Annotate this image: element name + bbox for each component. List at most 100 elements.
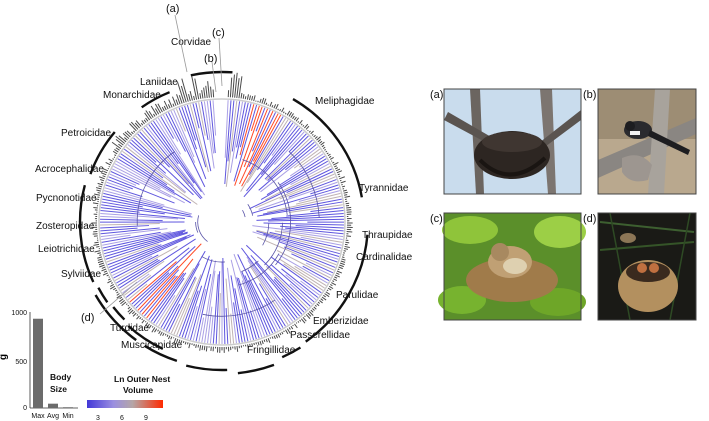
body-size-ring-bar [109,161,112,164]
tree-tip-branch [212,100,217,136]
photo-label-c: (c) [430,213,443,225]
tree-tip-branch [207,306,213,344]
tree-tip-branch [263,222,344,226]
photo-d-hanging-nest [597,212,697,321]
body-size-ring-bar [181,78,189,102]
body-size-ring-bar [329,156,334,160]
legend-title-line1: Ln Outer Nest [114,374,170,384]
body-size-ring-bar [346,206,352,209]
body-size-ring-bar [194,78,200,100]
tree-tip-branch [225,100,238,187]
body-size-ring-bar [184,341,187,345]
tree-tip-branch [110,234,195,274]
body-size-ring-bar [191,76,198,100]
tree-tip-branch [115,160,176,196]
tree-tip-branch [263,233,340,257]
body-size-ring-bar [145,322,149,327]
body-size-ring-bar [337,173,340,176]
tree-tip-branch [265,165,331,201]
tree-tip-branch [239,103,252,148]
body-size-ring-bar [317,139,322,143]
pointer-line-a [174,14,188,73]
tree-tip-branch [265,298,284,328]
body-size-ring-bar [229,77,233,98]
tree-tip-branch [189,104,209,173]
body-size-ring-bar [311,133,314,136]
tree-tip-branch [229,101,244,173]
body-size-ring-bar [143,119,147,123]
body-size-ring-bar [263,339,266,342]
tree-internal-branch [195,222,199,233]
body-size-ring-bar [139,316,142,320]
family-label-emberizidae: Emberizidae [313,316,369,327]
tree-tip-branch [256,229,341,252]
tree-tip-branch [260,146,319,193]
tree-tip-branch [274,230,343,243]
body-size-ring-bar [295,322,298,324]
tree-tip-branch [224,100,232,185]
tree-tip-branch [168,112,206,188]
tree-tip-branch [268,218,344,222]
tree-tip-branch [148,124,179,165]
tree-tip-branch [125,146,186,194]
tree-tip-branch [244,275,271,335]
body-size-ring-bar [100,172,107,176]
body-size-ring-bar [322,294,327,298]
body-size-ring-bar [158,330,161,335]
tree-tip-branch [298,190,341,203]
tree-tip-branch [100,228,168,238]
family-arc [141,91,171,109]
body-size-ring-bar [236,78,240,98]
tree-tip-branch [162,114,179,142]
tree-tip-branch [160,116,175,139]
pointer-line-d [99,281,138,315]
tree-tip-branch [276,250,331,279]
tree-tip-branch [255,173,335,209]
family-arc [237,363,275,375]
body-size-ring-bar [343,191,348,194]
body-size-ring-bar [314,136,318,139]
tree-internal-branch [238,253,280,286]
body-size-ring-bar [108,158,113,162]
body-size-ring-bar [130,131,134,135]
tree-tip-branch [271,256,322,294]
tree-tip-branch [158,268,195,327]
tree-tip-branch [257,236,335,271]
tree-tip-branch [146,125,194,187]
body-size-ring-bar [318,140,323,144]
body-size-ring-bar [109,284,114,287]
tree-tip-branch [111,168,172,198]
tree-tip-branch [187,306,198,340]
body-size-ring-bar [244,96,247,100]
tree-tip-branch [133,272,170,307]
body-size-ring-bar [340,180,346,184]
body-size-ring-bar [146,323,150,329]
tree-tip-branch [141,275,176,315]
tree-tip-branch [258,283,286,327]
body-size-ring-bar [176,94,181,105]
tree-tip-branch [198,102,206,136]
tree-tip-branch [173,109,195,158]
body-size-ring-bar [328,285,334,290]
body-size-ring-bar [124,137,128,141]
tree-tip-branch [101,204,165,215]
body-size-ring-bar [203,87,206,99]
tree-tip-branch [100,215,138,219]
photo-a-nest-in-tree [443,88,582,195]
body-size-ring-bar [145,110,152,120]
body-size-ring-bar [163,105,167,111]
body-size-ring-bar [120,299,125,305]
family-label-cardinalidae: Cardinalidae [356,252,413,263]
tree-internal-branch [241,260,259,272]
body-size-ring-bar [95,187,102,190]
tree-tip-branch [265,137,311,181]
body-size-ring-bar [150,105,158,116]
tree-tip-branch [102,231,172,246]
tree-tip-branch [139,269,180,313]
body-size-ring-bar [176,81,185,104]
tree-tip-branch [129,261,177,303]
family-arc [292,97,364,198]
family-arc [190,70,233,77]
body-size-ring-bar [292,115,295,120]
tree-tip-branch [285,144,317,171]
